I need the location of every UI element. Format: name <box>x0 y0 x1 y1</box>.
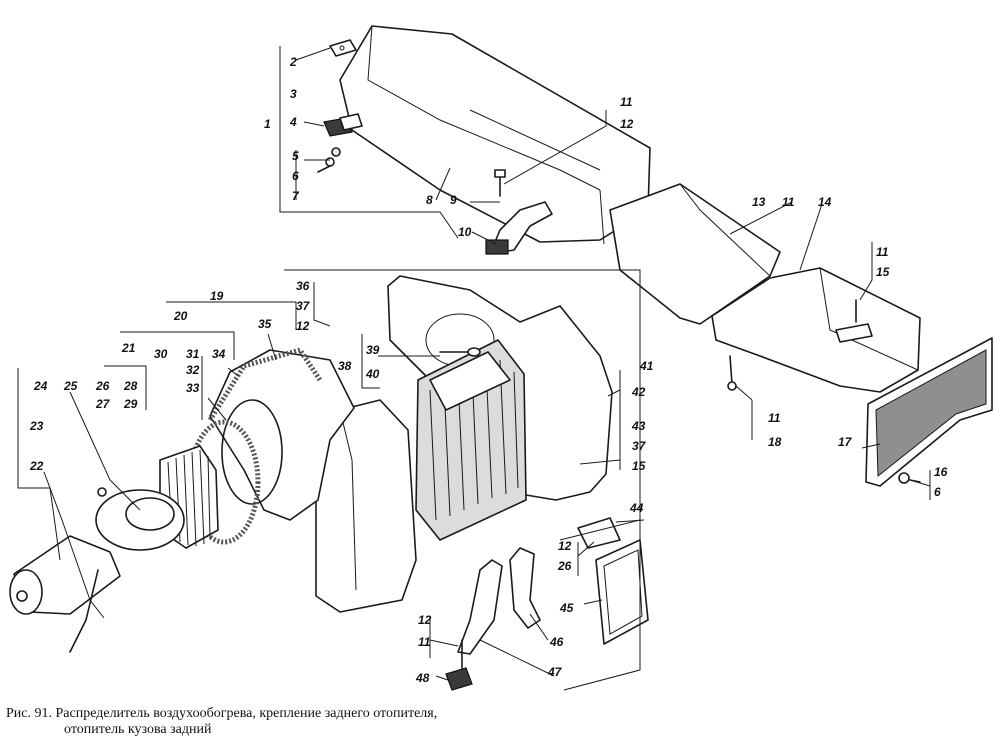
callout: 34 <box>212 347 226 361</box>
callout: 13 <box>752 195 766 209</box>
motor-22 <box>9 535 121 653</box>
callout-labels: 1 2 3 4 5 6 7 8 9 10 11 12 13 14 11 15 1… <box>29 55 948 685</box>
bracket-10 <box>485 201 553 255</box>
callout: 21 <box>121 341 136 355</box>
callout: 33 <box>186 381 200 395</box>
callout: 7 <box>292 189 300 203</box>
leader-lines <box>17 46 931 691</box>
callout: 41 <box>639 359 654 373</box>
screw-11-15 <box>835 299 873 343</box>
heater-radiator-39 <box>415 339 527 541</box>
callout: 39 <box>366 343 380 357</box>
callout: 12 <box>620 117 634 131</box>
callout: 12 <box>418 613 432 627</box>
caption-line-2: отопитель кузова задний <box>64 722 212 737</box>
fan-casing-34 <box>209 349 355 521</box>
callout: 2 <box>289 55 297 69</box>
callout: 11 <box>876 245 889 259</box>
screw-11-18 <box>727 355 737 391</box>
callout: 11 <box>418 635 431 649</box>
caption-line-1: Рис. 91. Распределитель воздухообогрева,… <box>6 706 438 721</box>
callout: 16 <box>934 465 948 479</box>
callout: 35 <box>258 317 272 331</box>
plate-44 <box>577 517 621 549</box>
screw-11-12-top <box>494 169 506 197</box>
callout: 23 <box>29 419 44 433</box>
callout: 18 <box>768 435 782 449</box>
callout: 26 <box>557 559 572 573</box>
motor-flange-25 <box>95 487 185 551</box>
callout: 48 <box>415 671 430 685</box>
callout: 3 <box>290 87 297 101</box>
gasket-ring-30 <box>187 419 261 545</box>
callout: 11 <box>782 195 795 209</box>
callout: 38 <box>338 359 352 373</box>
gasket-35 <box>207 347 323 422</box>
gasket-45 <box>595 539 649 645</box>
bracket-47 <box>457 559 503 655</box>
figure-caption: Рис. 91. Распределитель воздухообогрева,… <box>6 706 566 738</box>
callout: 20 <box>173 309 188 323</box>
callout: 11 <box>768 411 781 425</box>
callout: 37 <box>296 299 311 313</box>
screw-16-6 <box>898 472 921 484</box>
callout: 14 <box>818 195 832 209</box>
callout: 9 <box>450 193 457 207</box>
callout: 37 <box>632 439 647 453</box>
callout: 12 <box>558 539 572 553</box>
heater-cover-front <box>315 399 417 613</box>
callout: 5 <box>292 149 299 163</box>
callout: 11 <box>620 95 633 109</box>
callout: 26 <box>95 379 110 393</box>
callout: 1 <box>264 117 271 131</box>
callout: 47 <box>547 665 563 679</box>
callout: 15 <box>876 265 890 279</box>
callout: 29 <box>123 397 138 411</box>
callout: 31 <box>186 347 200 361</box>
bracket-46 <box>509 547 541 629</box>
callout: 10 <box>458 225 472 239</box>
callout: 32 <box>186 363 200 377</box>
callout: 24 <box>33 379 48 393</box>
callout: 12 <box>296 319 310 333</box>
callout: 40 <box>365 367 380 381</box>
callout: 45 <box>559 601 574 615</box>
callout: 46 <box>549 635 564 649</box>
bracket-2 <box>329 39 357 57</box>
callout: 44 <box>629 501 644 515</box>
pad-48 <box>445 639 473 691</box>
callout: 30 <box>154 347 168 361</box>
callout: 8 <box>426 193 433 207</box>
callout: 19 <box>210 289 224 303</box>
callout: 27 <box>95 397 111 411</box>
callout: 6 <box>292 169 299 183</box>
clip-3-4 <box>323 113 363 137</box>
pipe-40 <box>439 347 481 357</box>
callout: 42 <box>631 385 646 399</box>
air-duct-8 <box>339 25 651 245</box>
callout: 25 <box>63 379 78 393</box>
callout: 17 <box>838 435 853 449</box>
callout: 43 <box>631 419 646 433</box>
grille-17 <box>865 337 993 487</box>
callout: 36 <box>296 279 310 293</box>
callout: 28 <box>123 379 138 393</box>
callout: 22 <box>29 459 44 473</box>
duct-14 <box>711 267 921 393</box>
callout: 6 <box>934 485 941 499</box>
callout: 15 <box>632 459 646 473</box>
callout: 4 <box>289 115 297 129</box>
